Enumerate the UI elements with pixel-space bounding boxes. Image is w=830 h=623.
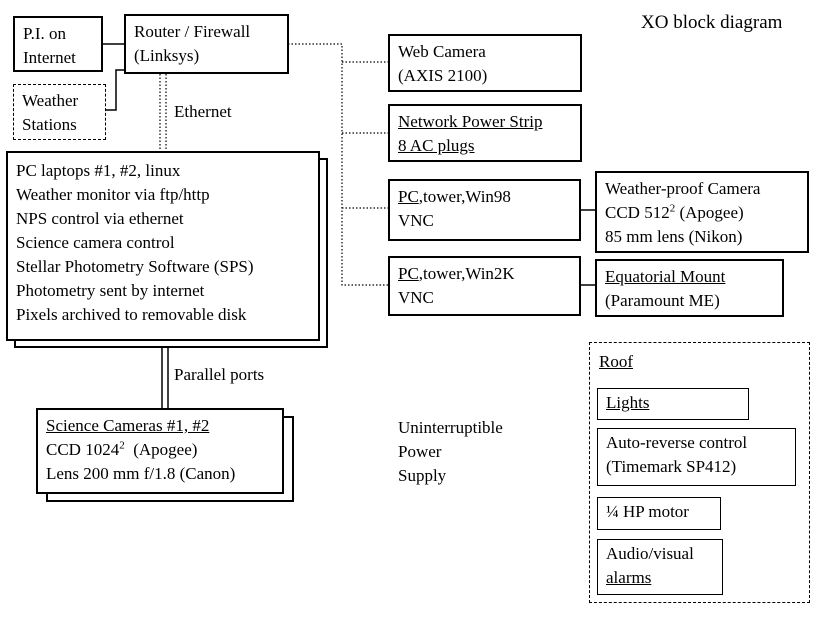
weather-camera-line-1: Weather-proof Camera — [605, 179, 761, 198]
pc-laptops-line: Weather monitor via ftp/http — [16, 185, 210, 204]
science-cameras-line-2: CCD 10242 (Apogee) — [46, 439, 198, 459]
pi-line-1: P.I. on — [23, 24, 66, 43]
ups-label: Uninterruptible Power Supply — [398, 416, 503, 488]
pi-internet-box: P.I. on Internet — [13, 16, 103, 72]
roof-alarms-box: Audio/visual alarms — [597, 539, 723, 595]
ups-line-3: Supply — [398, 466, 447, 485]
roof-auto-reverse-box: Auto-reverse control (Timemark SP412) — [597, 428, 796, 486]
pc-laptops-line: Science camera control — [16, 233, 175, 252]
pc-win98-line-2: VNC — [398, 211, 434, 230]
weather-stations-line-2: Stations — [22, 115, 77, 134]
weather-router-link — [106, 69, 125, 111]
web-camera-line-1: Web Camera — [398, 42, 486, 61]
power-strip-line-2: 8 AC plugs — [398, 136, 475, 155]
roof-lights-label: Lights — [606, 393, 650, 412]
pc-laptops-line: Photometry sent by internet — [16, 281, 205, 300]
pc-laptops-box: PC laptops #1, #2, linux Weather monitor… — [6, 151, 320, 341]
ethernet-label: Ethernet — [174, 102, 232, 121]
power-strip-line-1: Network Power Strip — [398, 112, 543, 131]
pc-win98-line-1: PC,tower,Win98 — [398, 187, 511, 206]
web-camera-box: Web Camera (AXIS 2100) — [388, 34, 582, 92]
equatorial-mount-box: Equatorial Mount (Paramount ME) — [595, 259, 784, 317]
router-box: Router / Firewall (Linksys) — [124, 14, 289, 74]
alarms-line-1: Audio/visual — [606, 544, 694, 563]
router-line-2: (Linksys) — [134, 46, 200, 65]
science-cameras-box: Science Cameras #1, #2 CCD 10242 (Apogee… — [36, 408, 284, 494]
ups-line-1: Uninterruptible — [398, 418, 503, 437]
power-strip-box: Network Power Strip 8 AC plugs — [388, 104, 582, 162]
mount-line-1: Equatorial Mount — [605, 267, 726, 286]
diagram-title: XO block diagram — [641, 12, 783, 33]
roof-title: Roof — [599, 352, 633, 371]
science-cameras-line-3: Lens 200 mm f/1.8 (Canon) — [46, 464, 236, 483]
pc-laptops-line: NPS control via ethernet — [16, 209, 184, 228]
auto-reverse-line-1: Auto-reverse control — [606, 433, 748, 452]
router-line-1: Router / Firewall — [134, 22, 251, 41]
alarms-line-2: alarms — [606, 568, 652, 587]
pc-win2k-line-1: PC,tower,Win2K — [398, 264, 515, 283]
pi-line-2: Internet — [23, 48, 76, 67]
pc-laptops-line: PC laptops #1, #2, linux — [16, 161, 181, 180]
weather-stations-line-1: Weather — [22, 91, 79, 110]
weather-camera-line-3: 85 mm lens (Nikon) — [605, 227, 743, 246]
pc-win2k-box: PC,tower,Win2K VNC — [388, 256, 581, 316]
weather-stations-box: Weather Stations — [13, 84, 106, 140]
roof-motor-box: ¼ HP motor — [597, 497, 721, 530]
parallel-ports-label: Parallel ports — [174, 365, 265, 384]
ups-line-2: Power — [398, 442, 442, 461]
science-cameras-line-1: Science Cameras #1, #2 — [46, 416, 210, 435]
pc-laptops-line: Pixels archived to removable disk — [16, 305, 247, 324]
pc-win98-box: PC,tower,Win98 VNC — [388, 179, 581, 241]
mount-line-2: (Paramount ME) — [605, 291, 720, 310]
roof-lights-box: Lights — [597, 388, 749, 420]
weather-camera-line-2: CCD 5122 (Apogee) — [605, 202, 744, 222]
auto-reverse-line-2: (Timemark SP412) — [606, 457, 737, 476]
weather-camera-box: Weather-proof Camera CCD 5122 (Apogee) 8… — [595, 171, 809, 253]
pc-laptops-line: Stellar Photometry Software (SPS) — [16, 257, 254, 276]
web-camera-line-2: (AXIS 2100) — [398, 66, 488, 85]
pc-win2k-line-2: VNC — [398, 288, 434, 307]
motor-label: ¼ HP motor — [606, 502, 689, 521]
